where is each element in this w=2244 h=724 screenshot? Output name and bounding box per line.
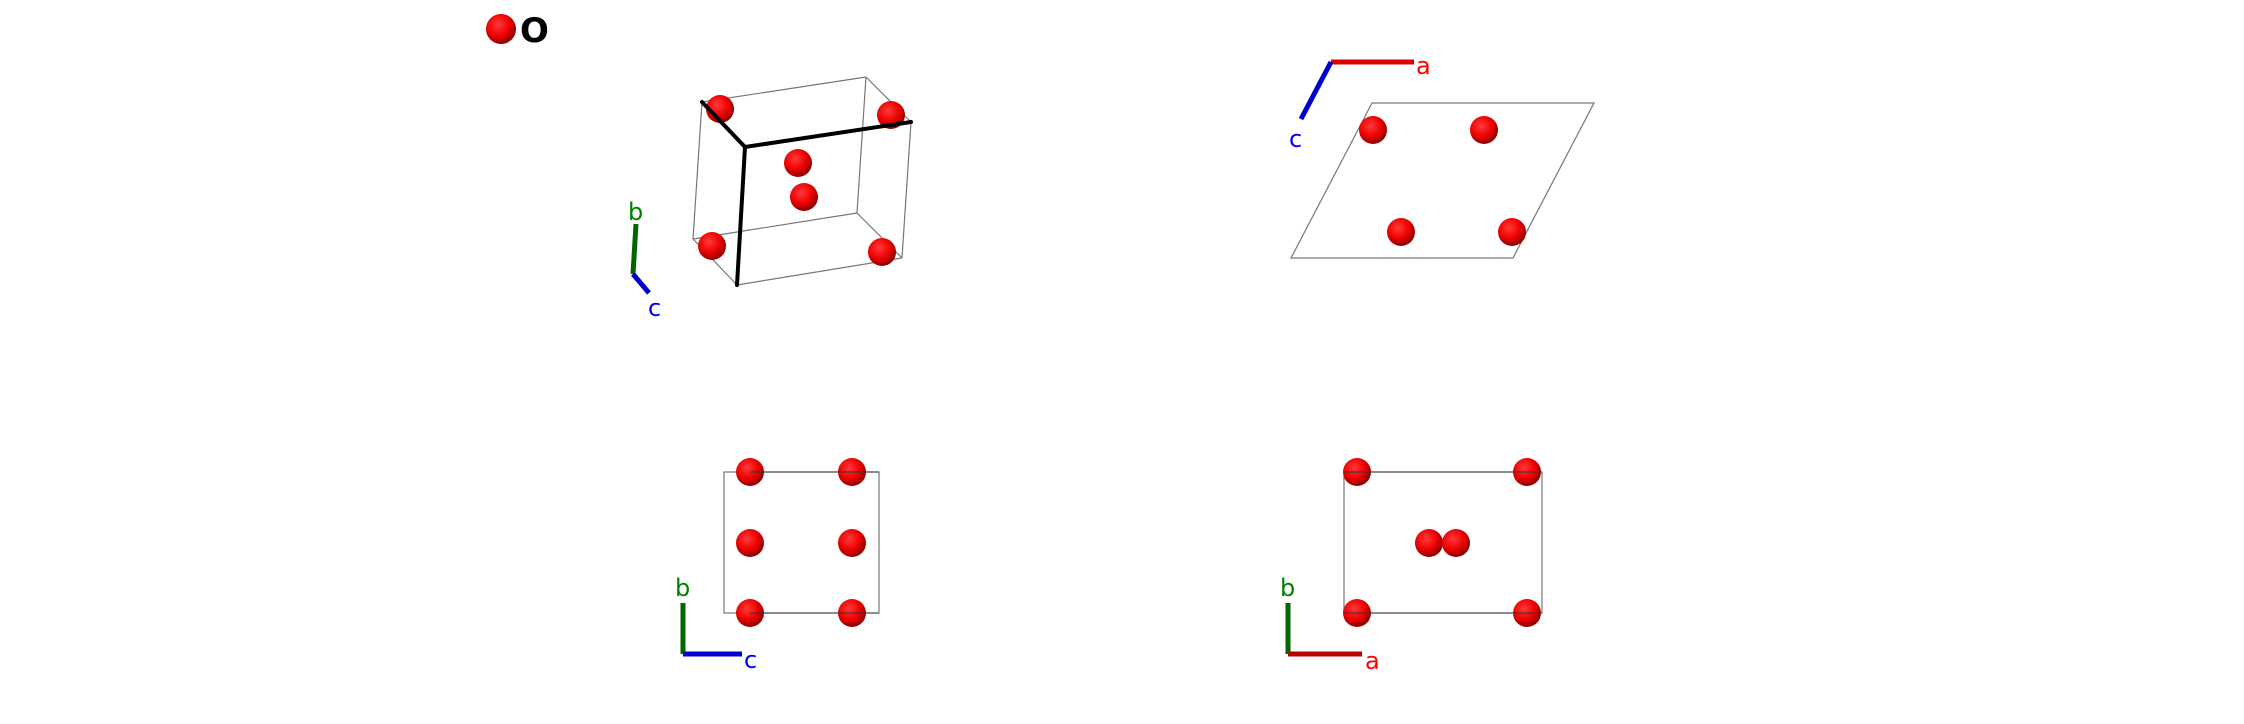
axis-triad: b a <box>1280 574 1380 675</box>
oxygen-atom <box>1359 116 1387 144</box>
legend-atom-icon <box>486 14 516 44</box>
oxygen-atom <box>1470 116 1498 144</box>
oxygen-atom <box>790 183 818 211</box>
oxygen-atom <box>838 529 866 557</box>
axis-triad: b c <box>675 574 757 674</box>
oxygen-atom <box>1415 529 1443 557</box>
axis-label-a: a <box>1365 647 1380 675</box>
oxygen-atom <box>698 232 726 260</box>
legend: O <box>486 11 549 51</box>
unit-cell <box>1290 102 1595 259</box>
atoms <box>698 95 905 266</box>
axis-label-c: c <box>648 294 661 322</box>
axis-label-b: b <box>628 198 643 226</box>
view-along-b: a c <box>1289 52 1595 259</box>
axis-label-c: c <box>1289 125 1302 153</box>
oxygen-atom <box>1442 529 1470 557</box>
axis-c <box>631 272 651 295</box>
axis-b <box>630 223 639 275</box>
axis-triad: b c <box>628 198 661 322</box>
axis-label-b: b <box>1280 574 1295 602</box>
view-along-a: b c <box>675 458 880 674</box>
oxygen-atom <box>784 149 812 177</box>
view-perspective: b c <box>628 76 913 322</box>
axis-label-c: c <box>744 646 757 674</box>
oxygen-atom <box>736 529 764 557</box>
oxygen-atom <box>1498 218 1526 246</box>
unit-cell-bold-edges <box>700 100 913 287</box>
oxygen-atom <box>868 238 896 266</box>
axis-triad: a c <box>1289 52 1431 153</box>
axis-label-a: a <box>1416 52 1431 80</box>
axis-label-b: b <box>675 574 690 602</box>
view-along-c: b a <box>1280 458 1543 675</box>
legend-element-label: O <box>520 11 549 51</box>
axis-c <box>1298 60 1334 121</box>
oxygen-atom <box>1387 218 1415 246</box>
